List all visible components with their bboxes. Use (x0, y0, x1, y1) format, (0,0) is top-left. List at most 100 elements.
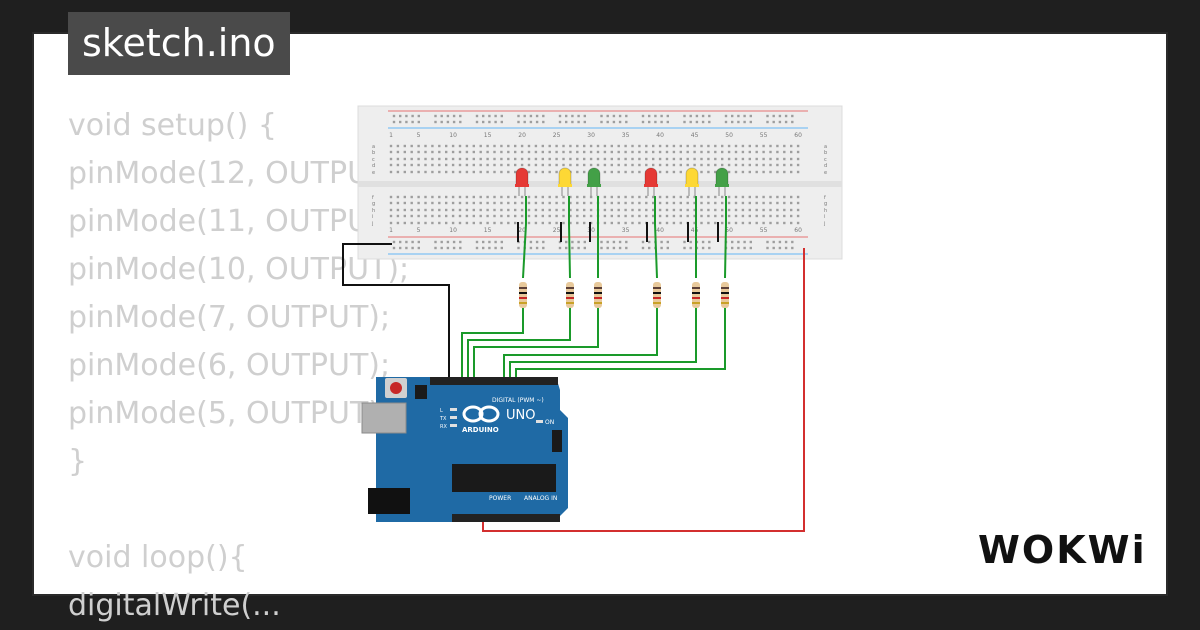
breadboard-hole[interactable] (507, 201, 510, 205)
breadboard-hole[interactable] (714, 170, 717, 174)
rail-hole[interactable] (731, 120, 734, 124)
breadboard-hole[interactable] (686, 163, 689, 167)
breadboard-hole[interactable] (548, 208, 551, 212)
breadboard-hole[interactable] (534, 221, 538, 225)
rail-hole[interactable] (737, 114, 740, 118)
resistor[interactable] (519, 282, 527, 308)
breadboard-hole[interactable] (417, 163, 420, 167)
breadboard-hole[interactable] (679, 221, 682, 225)
breadboard-hole[interactable] (638, 150, 641, 154)
breadboard-hole[interactable] (583, 201, 586, 205)
breadboard-hole[interactable] (555, 163, 558, 167)
breadboard-hole[interactable] (486, 163, 489, 167)
wire[interactable] (654, 196, 658, 279)
breadboard-hole[interactable] (396, 201, 400, 205)
breadboard-hole[interactable] (734, 195, 738, 199)
breadboard-hole[interactable] (679, 163, 682, 167)
breadboard-hole[interactable] (569, 201, 572, 205)
breadboard-hole[interactable] (534, 163, 538, 167)
rail-hole[interactable] (523, 120, 526, 124)
breadboard-hole[interactable] (486, 157, 489, 161)
rail-hole[interactable] (695, 114, 699, 118)
breadboard-hole[interactable] (389, 150, 393, 154)
rail-hole[interactable] (731, 240, 734, 244)
yellow-led[interactable] (558, 167, 572, 196)
breadboard-hole[interactable] (541, 150, 544, 154)
rail-hole[interactable] (772, 246, 775, 250)
breadboard-hole[interactable] (403, 221, 406, 225)
breadboard-hole[interactable] (796, 201, 800, 205)
breadboard-hole[interactable] (665, 195, 669, 199)
breadboard-hole[interactable] (583, 163, 586, 167)
rail-hole[interactable] (475, 114, 479, 118)
rail-hole[interactable] (666, 240, 669, 244)
breadboard-hole[interactable] (486, 195, 489, 199)
breadboard-hole[interactable] (776, 201, 779, 205)
rail-hole[interactable] (648, 120, 651, 124)
rail-hole[interactable] (542, 120, 545, 124)
breadboard-hole[interactable] (479, 221, 482, 225)
breadboard-hole[interactable] (445, 157, 448, 161)
breadboard-hole[interactable] (748, 208, 751, 212)
rail-hole[interactable] (701, 246, 705, 250)
breadboard-hole[interactable] (396, 214, 400, 218)
rail-hole[interactable] (475, 240, 479, 244)
breadboard-hole[interactable] (576, 208, 579, 212)
breadboard-hole[interactable] (493, 221, 496, 225)
breadboard-hole[interactable] (783, 214, 786, 218)
breadboard-hole[interactable] (714, 163, 717, 167)
breadboard-hole[interactable] (417, 201, 420, 205)
breadboard-hole[interactable] (665, 214, 669, 218)
breadboard-hole[interactable] (714, 157, 717, 161)
breadboard-hole[interactable] (389, 208, 393, 212)
breadboard-hole[interactable] (755, 163, 758, 167)
breadboard-hole[interactable] (658, 170, 662, 174)
breadboard-hole[interactable] (445, 208, 448, 212)
breadboard-hole[interactable] (624, 214, 627, 218)
breadboard-hole[interactable] (458, 170, 462, 174)
breadboard-hole[interactable] (576, 170, 579, 174)
breadboard-hole[interactable] (514, 157, 517, 161)
red-led[interactable] (515, 167, 529, 196)
breadboard-hole[interactable] (548, 170, 551, 174)
arduino-uno[interactable]: UNO ARDUINO DIGITAL (PWM ~) POWER ANALOG… (361, 377, 568, 522)
breadboard-hole[interactable] (576, 157, 579, 161)
breadboard-hole[interactable] (458, 221, 462, 225)
breadboard-hole[interactable] (796, 170, 800, 174)
breadboard-hole[interactable] (486, 144, 489, 148)
breadboard-hole[interactable] (638, 208, 641, 212)
rail-hole[interactable] (440, 114, 443, 118)
rail-hole[interactable] (500, 114, 503, 118)
breadboard-hole[interactable] (693, 150, 696, 154)
breadboard-hole[interactable] (686, 214, 689, 218)
breadboard-hole[interactable] (403, 208, 406, 212)
breadboard-hole[interactable] (472, 208, 475, 212)
breadboard-hole[interactable] (465, 195, 469, 199)
breadboard-hole[interactable] (672, 221, 676, 225)
rail-hole[interactable] (660, 114, 663, 118)
breadboard-hole[interactable] (721, 201, 724, 205)
breadboard-hole[interactable] (424, 170, 427, 174)
breadboard-hole[interactable] (396, 144, 400, 148)
rail-hole[interactable] (784, 114, 788, 118)
rail-hole[interactable] (625, 120, 628, 124)
rail-hole[interactable] (778, 246, 782, 250)
breadboard-hole[interactable] (493, 163, 496, 167)
rail-hole[interactable] (565, 240, 568, 244)
rail-hole[interactable] (535, 246, 539, 250)
breadboard-hole[interactable] (741, 144, 745, 148)
breadboard-hole[interactable] (790, 157, 793, 161)
breadboard-hole[interactable] (465, 201, 469, 205)
breadboard-hole[interactable] (796, 157, 800, 161)
breadboard-hole[interactable] (727, 195, 731, 199)
wire[interactable] (522, 196, 527, 279)
rail-hole[interactable] (737, 246, 740, 250)
breadboard-hole[interactable] (631, 163, 634, 167)
breadboard-hole[interactable] (638, 201, 641, 205)
breadboard-hole[interactable] (458, 214, 462, 218)
breadboard-hole[interactable] (438, 221, 441, 225)
wire[interactable] (568, 196, 571, 279)
breadboard-hole[interactable] (741, 163, 745, 167)
rail-hole[interactable] (600, 120, 603, 124)
rail-hole[interactable] (535, 114, 539, 118)
